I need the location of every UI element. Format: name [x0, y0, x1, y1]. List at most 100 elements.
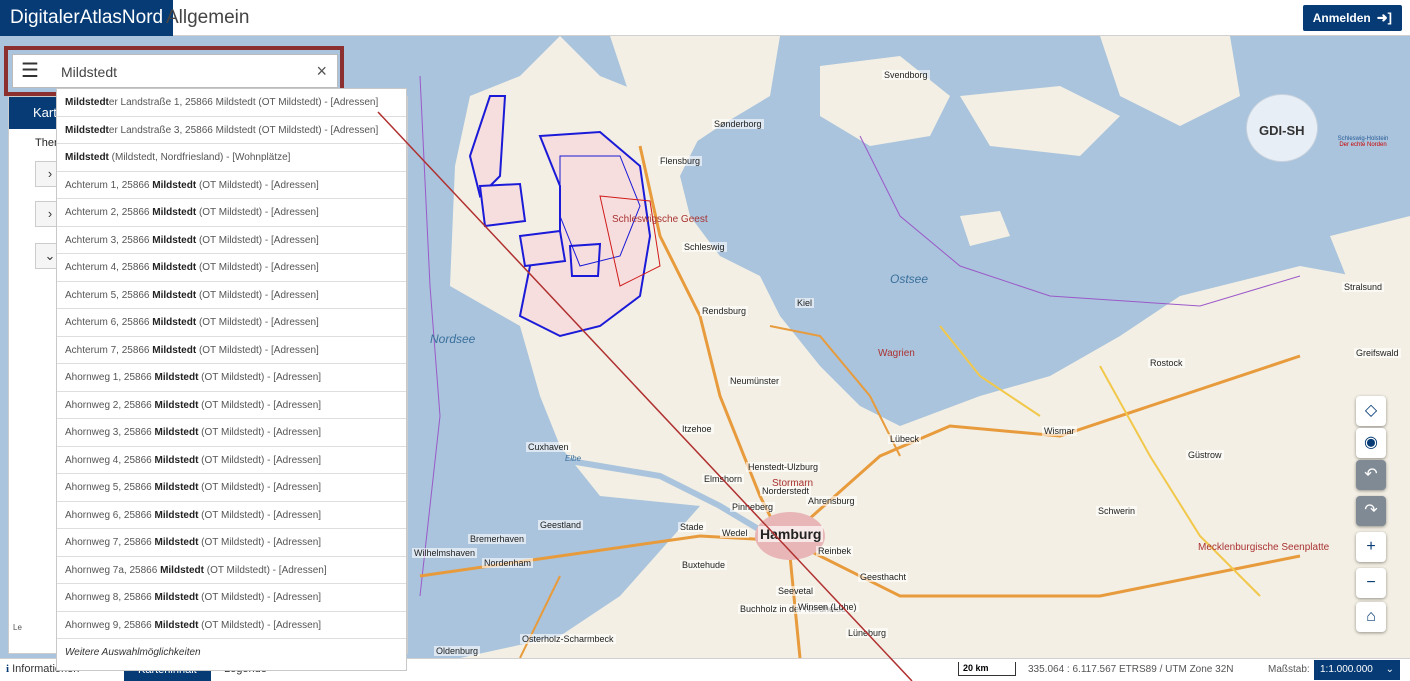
suggestion-item[interactable]: Ahornweg 7a, 25866 Mildstedt (OT Mildste… — [57, 557, 406, 584]
place-label: Güstrow — [1186, 450, 1224, 460]
logo-text: GDI-SH — [1259, 123, 1305, 138]
suggestion-item[interactable]: Ahornweg 8, 25866 Mildstedt (OT Mildsted… — [57, 584, 406, 612]
suggestion-prefix: Achterum 2, 25866 — [65, 207, 153, 218]
suggestion-item[interactable]: Achterum 6, 25866 Mildstedt (OT Mildsted… — [57, 309, 406, 337]
place-label: Geesthacht — [858, 572, 909, 582]
suggestion-suffix: (OT Mildstedt) - [Adressen] — [198, 372, 322, 383]
suggestion-match: Mildstedt — [154, 372, 199, 383]
place-label: Osterholz-Scharmbeck — [520, 634, 616, 644]
sh-brand-logo: Schleswig-Holstein Der echte Norden — [1318, 136, 1408, 148]
place-label: Sønderborg — [712, 119, 764, 129]
suggestion-match: Mildstedt — [154, 537, 199, 548]
place-label: Winsen (Luhe) — [796, 602, 859, 612]
fehmarn — [960, 211, 1010, 246]
login-button[interactable]: Anmelden➜] — [1302, 5, 1402, 31]
suggestion-prefix: Ahornweg 3, 25866 — [65, 427, 155, 438]
suggestion-item[interactable]: Ahornweg 6, 25866 Mildstedt (OT Mildsted… — [57, 502, 406, 529]
suggestion-list: Mildstedter Landstraße 1, 25866 Mildsted… — [57, 89, 406, 639]
suggestion-item[interactable]: Ahornweg 7, 25866 Mildstedt (OT Mildsted… — [57, 529, 406, 557]
place-label: Ahrensburg — [806, 496, 857, 506]
suggestion-item[interactable]: Mildstedt (Mildstedt, Nordfriesland) - [… — [57, 144, 406, 172]
place-label: Stade — [678, 522, 706, 532]
suggestion-item[interactable]: Achterum 4, 25866 Mildstedt (OT Mildsted… — [57, 254, 406, 282]
suggestion-item[interactable]: Achterum 7, 25866 Mildstedt (OT Mildsted… — [57, 337, 406, 364]
suggestion-item[interactable]: Ahornweg 5, 25866 Mildstedt (OT Mildsted… — [57, 474, 406, 502]
suggestion-prefix: Achterum 1, 25866 — [65, 179, 153, 191]
suggestion-item[interactable]: Achterum 1, 25866 Mildstedt (OT Mildsted… — [57, 172, 406, 199]
suggestion-item[interactable]: Mildstedter Landstraße 1, 25866 Mildsted… — [57, 89, 406, 117]
suggestion-suffix: (OT Mildstedt) - [Adressen] — [196, 179, 319, 191]
sea-label: Ostsee — [890, 272, 929, 286]
suggestion-match: Mildstedt — [152, 317, 197, 328]
suggestion-item[interactable]: Achterum 2, 25866 Mildstedt (OT Mildsted… — [57, 199, 406, 227]
place-label: Itzehoe — [680, 424, 714, 434]
place-label: Elmshorn — [702, 474, 745, 484]
suggestion-match: Mildstedt — [65, 124, 109, 136]
suggestion-match: Mildstedt — [154, 509, 199, 521]
search-bar: ☰ × — [12, 54, 338, 88]
suggestion-item[interactable]: Ahornweg 4, 25866 Mildstedt (OT Mildsted… — [57, 447, 406, 474]
place-label: Flensburg — [658, 156, 703, 166]
undo-button[interactable]: ↶ — [1356, 460, 1386, 490]
suggestion-item[interactable]: Ahornweg 3, 25866 Mildstedt (OT Mildsted… — [57, 419, 406, 447]
place-label: Pinneberg — [730, 502, 776, 512]
suggestion-item[interactable]: Ahornweg 9, 25866 Mildstedt (OT Mildsted… — [57, 612, 406, 639]
place-label: Wedel — [720, 528, 750, 538]
search-input[interactable] — [61, 60, 301, 84]
suggestion-prefix: Ahornweg 9, 25866 — [65, 619, 155, 631]
zoom-in-icon: + — [1366, 538, 1376, 555]
suggestion-suffix: (OT Mildstedt) - [Adressen] — [196, 262, 319, 273]
suggestion-item[interactable]: Achterum 5, 25866 Mildstedt (OT Mildsted… — [57, 282, 406, 309]
road — [1099, 365, 1261, 597]
redo-button[interactable]: ↷ — [1356, 496, 1386, 526]
place-label: Buxtehude — [680, 560, 728, 570]
suggestion-match: Mildstedt — [152, 207, 197, 218]
globe-button[interactable]: ◉ — [1356, 428, 1386, 458]
sh-brand-name: Schleswig-Holstein — [1337, 136, 1389, 142]
suggestion-prefix: Ahornweg 5, 25866 — [65, 482, 155, 493]
locate-button[interactable]: ◇ — [1356, 396, 1386, 426]
place-label: Oldenburg — [434, 646, 481, 656]
suggestion-item[interactable]: Ahornweg 2, 25866 Mildstedt (OT Mildsted… — [57, 392, 406, 419]
danish-island-zealand — [1100, 36, 1240, 126]
danish-mainland — [610, 36, 780, 146]
panel-legend-label: Le — [13, 623, 22, 632]
coordinate-readout: 335.064 : 6.117.567 ETRS89 / UTM Zone 32… — [1028, 664, 1234, 675]
place-label: Hamburg — [758, 526, 824, 542]
suggestion-item[interactable]: Achterum 3, 25866 Mildstedt (OT Mildsted… — [57, 227, 406, 254]
chevron-down-icon: ⌄ — [1385, 664, 1394, 675]
suggestion-suffix: (OT Mildstedt) - [Adressen] — [198, 619, 322, 631]
close-icon[interactable]: × — [316, 61, 327, 81]
suggestion-match: Mildstedt — [65, 152, 109, 163]
region-label: Wagrien — [878, 348, 915, 359]
place-label: Wismar — [1042, 426, 1077, 436]
search-suggestions: Mildstedter Landstraße 1, 25866 Mildsted… — [56, 88, 407, 671]
home-button[interactable]: ⌂ — [1356, 602, 1386, 632]
scale-value: 1:1.000.000 — [1320, 664, 1373, 675]
river-label: Elbe — [565, 454, 582, 463]
suggestion-suffix: (OT Mildstedt) - [Adressen] — [196, 344, 319, 356]
app-brand[interactable]: DigitalerAtlasNord — [0, 0, 174, 36]
place-label: Nordenham — [482, 558, 534, 568]
suggestion-item[interactable]: Mildstedter Landstraße 3, 25866 Mildsted… — [57, 117, 406, 144]
suggestion-match: Mildstedt — [152, 234, 197, 246]
scale-select[interactable]: 1:1.000.000 ⌄ — [1314, 660, 1400, 680]
place-label: Rostock — [1148, 358, 1185, 368]
place-label: Stralsund — [1342, 282, 1385, 292]
selected-region-islands — [518, 229, 567, 268]
zoom-in-button[interactable]: + — [1356, 532, 1386, 562]
zoom-out-button[interactable]: − — [1356, 568, 1386, 598]
suggestion-prefix: Ahornweg 1, 25866 — [65, 372, 155, 383]
hamburger-menu-icon[interactable]: ☰ — [21, 60, 39, 82]
suggestion-item[interactable]: Ahornweg 1, 25866 Mildstedt (OT Mildsted… — [57, 364, 406, 392]
panel-themes-label: Ther — [35, 137, 58, 149]
suggestion-suffix: (OT Mildstedt) - [Adressen] — [196, 207, 319, 218]
suggestion-suffix: (OT Mildstedt) - [Adressen] — [196, 234, 319, 246]
more-options-link[interactable]: Weitere Auswahlmöglichkeiten — [65, 647, 201, 658]
place-label: Kiel — [795, 298, 815, 308]
sign-in-icon: ➜] — [1376, 10, 1392, 25]
suggestion-prefix: Ahornweg 4, 25866 — [65, 454, 155, 466]
suggestion-prefix: Achterum 7, 25866 — [65, 344, 153, 356]
suggestion-prefix: Achterum 3, 25866 — [65, 234, 153, 246]
